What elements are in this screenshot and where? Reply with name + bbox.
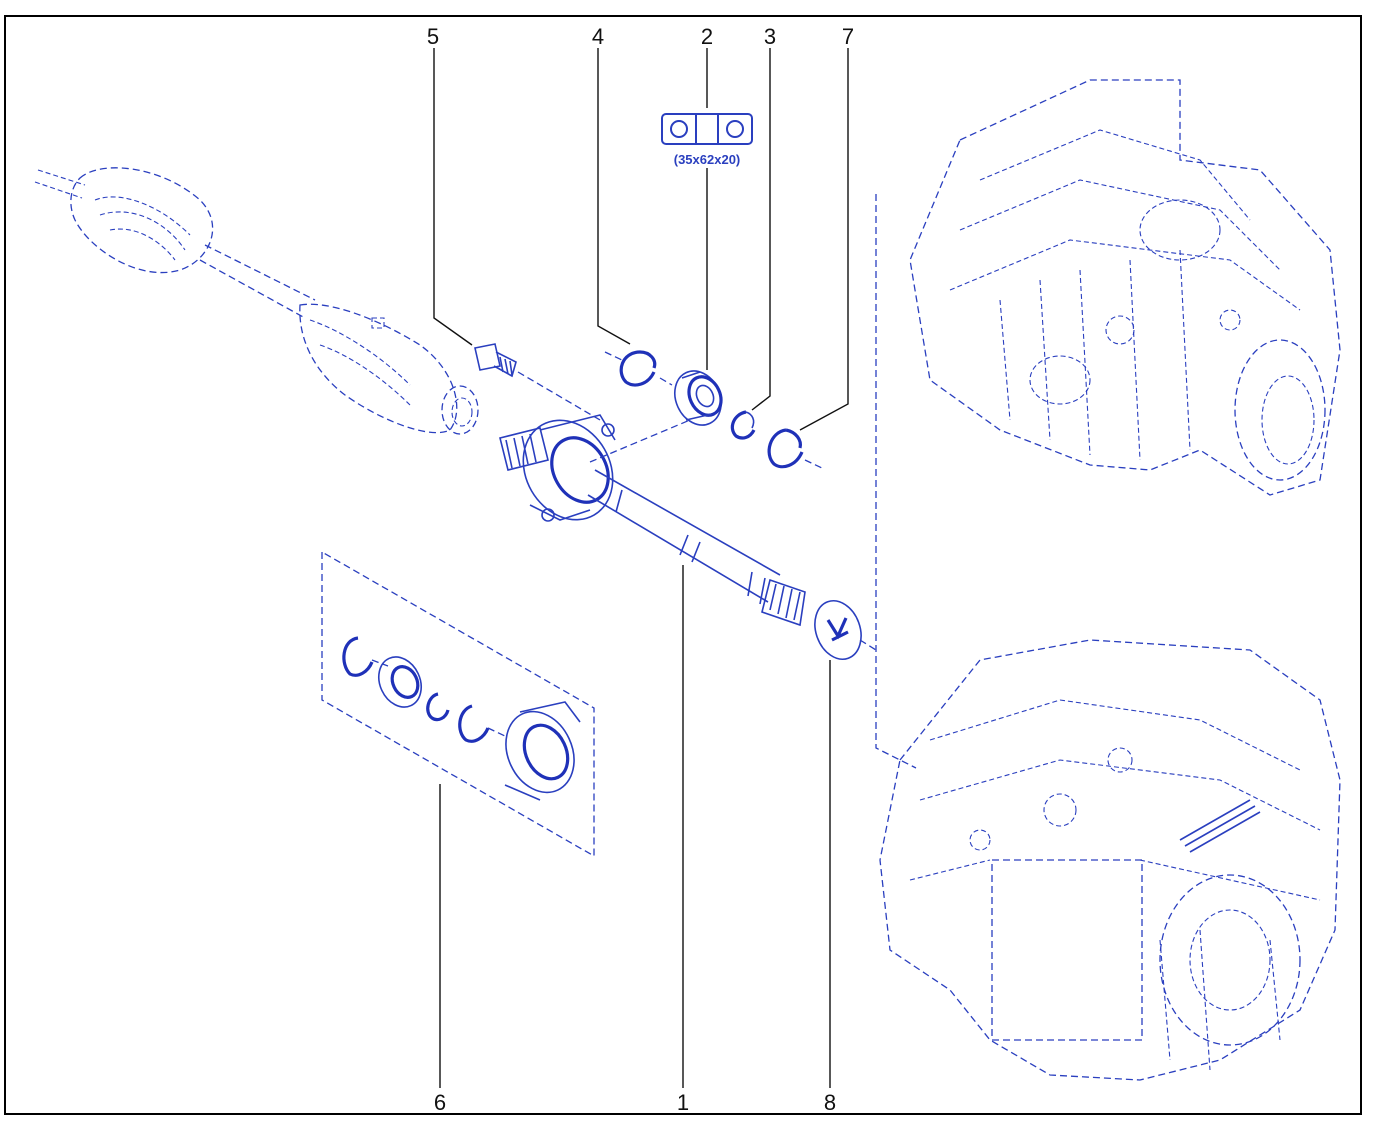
circlip-inner: [767, 428, 823, 469]
callout-2: 2: [701, 24, 713, 49]
callout-6: 6: [434, 1090, 446, 1115]
intermediate-shaft: [499, 414, 877, 660]
callout-5: 5: [427, 24, 439, 49]
drive-shaft-ghost: [34, 167, 479, 435]
callout-3: 3: [764, 24, 776, 49]
bearing: [674, 370, 723, 426]
flange-bolt: [474, 343, 601, 421]
callout-8: 8: [824, 1090, 836, 1115]
callout-1: 1: [677, 1090, 689, 1115]
transmission-lower-ghost: [879, 639, 1341, 1081]
circlip-outer: [604, 350, 673, 387]
bearing-size-symbol: [661, 113, 753, 145]
callout-7: 7: [842, 24, 854, 49]
assembly-bracket: [875, 194, 917, 769]
leader-lines: [433, 48, 849, 1088]
bearing-size-label: (35x62x20): [674, 152, 741, 167]
repair-kit-group: [321, 550, 595, 858]
snap-ring: [730, 410, 756, 440]
callout-4: 4: [592, 24, 604, 49]
transmission-upper-ghost: [909, 79, 1341, 496]
